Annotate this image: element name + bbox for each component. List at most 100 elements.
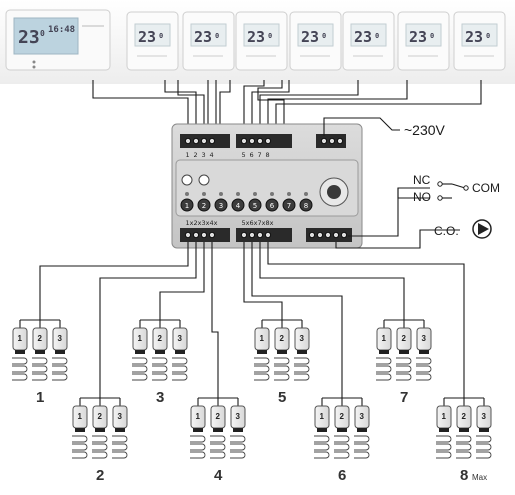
- no-label: NO: [413, 190, 431, 204]
- heating-loop: [12, 365, 28, 373]
- terminal-screw: [248, 231, 256, 239]
- room-thermostat-decimal: 0: [486, 32, 490, 40]
- power-label: ~230V: [404, 122, 446, 138]
- terminal-screw: [328, 137, 336, 145]
- heating-loop: [274, 373, 290, 381]
- heating-loop: [112, 443, 128, 451]
- room-thermostat-temp: 23: [465, 28, 483, 46]
- heating-loop: [294, 365, 310, 373]
- heating-loop: [230, 435, 246, 443]
- zone-number: 8: [460, 467, 468, 484]
- actuator-label: 2: [98, 412, 103, 421]
- zone-button: [282, 198, 296, 212]
- actuator-base: [95, 428, 105, 432]
- terminal-screw: [192, 231, 200, 239]
- terminal-screw: [256, 137, 264, 145]
- heating-loop: [254, 365, 270, 373]
- zone-button: [231, 198, 245, 212]
- room-thermostat-decimal: 0: [215, 32, 219, 40]
- actuator-base: [317, 428, 327, 432]
- heating-loop: [456, 435, 472, 443]
- terminal-label: 5: [242, 151, 246, 159]
- actuator-base: [357, 428, 367, 432]
- actuator-label: 2: [216, 412, 221, 421]
- actuator-base: [15, 350, 25, 354]
- heating-loop: [52, 365, 68, 373]
- terminal-screw: [320, 137, 328, 145]
- actuator-base: [175, 350, 185, 354]
- heating-loop: [314, 443, 330, 451]
- heating-loop: [32, 373, 48, 381]
- heating-loop: [376, 357, 392, 365]
- actuator-label: 3: [422, 334, 427, 343]
- heating-loop: [396, 365, 412, 373]
- actuator-label: 1: [78, 412, 83, 421]
- no-contact-icon: [437, 195, 443, 201]
- terminal-screw: [316, 231, 324, 239]
- terminal-screw: [324, 231, 332, 239]
- heating-loop: [416, 365, 432, 373]
- heating-loop: [274, 365, 290, 373]
- heating-loop: [52, 373, 68, 381]
- heating-loop: [476, 443, 492, 451]
- terminal-screw: [184, 137, 192, 145]
- terminal-label: 4: [210, 151, 214, 159]
- actuator-base: [155, 350, 165, 354]
- room-thermostat-temp: 23: [138, 28, 156, 46]
- actuator-base: [439, 428, 449, 432]
- zone-button-label: 1: [185, 202, 189, 210]
- heating-loop: [314, 451, 330, 459]
- heating-loop: [456, 443, 472, 451]
- actuator-base: [399, 350, 409, 354]
- terminal-screw: [248, 137, 256, 145]
- zone-led: [253, 192, 257, 196]
- actuator-base: [135, 350, 145, 354]
- heating-loop: [92, 451, 108, 459]
- terminal-screw: [332, 231, 340, 239]
- actuator-base: [419, 350, 429, 354]
- room-thermostat-temp: 23: [247, 28, 265, 46]
- main-thermostat-led: [32, 60, 36, 64]
- room-thermostat-display: [461, 23, 498, 47]
- pump-connection: C.O.: [335, 219, 492, 249]
- heating-loop: [132, 365, 148, 373]
- terminal-screw: [340, 231, 348, 239]
- heating-loop: [476, 435, 492, 443]
- relay-switch-icon: [451, 183, 466, 189]
- status-led-icon: [181, 174, 193, 186]
- heating-loop: [354, 435, 370, 443]
- zone-number: 7: [400, 389, 408, 406]
- actuator-base: [75, 428, 85, 432]
- actuator-label: 3: [58, 334, 63, 343]
- terminal-screw: [264, 231, 272, 239]
- actuator-label: 1: [442, 412, 447, 421]
- room-thermostat-temp: 23: [409, 28, 427, 46]
- terminal-label: 7x: [258, 219, 266, 227]
- zone-number: 5: [278, 389, 286, 406]
- terminal-screw: [208, 231, 216, 239]
- zone-button-label: 6: [270, 202, 275, 210]
- zone-led: [304, 192, 308, 196]
- heating-loop: [132, 357, 148, 365]
- room-thermostat-temp: 23: [301, 28, 319, 46]
- heating-loop: [92, 435, 108, 443]
- heating-loop: [152, 373, 168, 381]
- heating-loop: [334, 451, 350, 459]
- terminal-label: 4x: [210, 219, 218, 227]
- actuator-label: 3: [360, 412, 365, 421]
- terminal-label: 6x: [250, 219, 258, 227]
- nc-label: NC: [413, 173, 431, 187]
- terminal-label: 2x: [194, 219, 202, 227]
- adjust-knob-center: [327, 185, 341, 199]
- terminal-label: 3: [202, 151, 206, 159]
- terminal-label: 3x: [202, 219, 210, 227]
